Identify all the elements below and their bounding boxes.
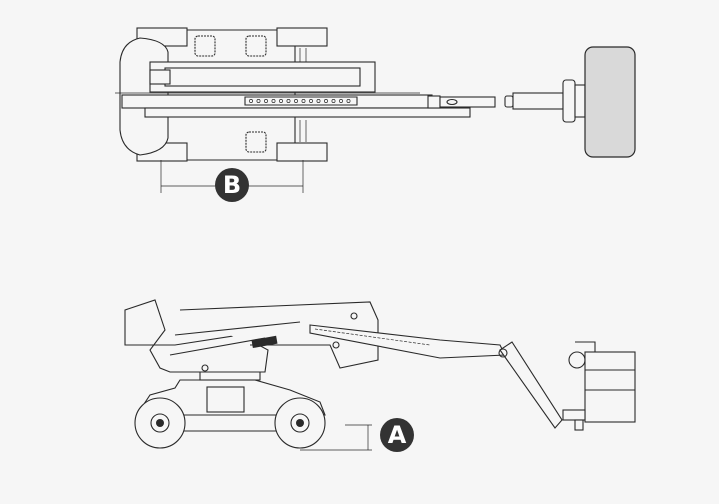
boom-hole <box>346 99 351 103</box>
boom-hole <box>294 99 298 103</box>
jib-side <box>498 341 563 429</box>
chassis-side <box>139 369 326 432</box>
boom-hole <box>331 99 336 103</box>
platform-side <box>562 341 636 431</box>
boom-hole <box>271 99 276 103</box>
turret-side <box>124 299 379 373</box>
wheel-rear <box>274 397 326 449</box>
boom-hole <box>256 99 261 103</box>
boom-hole <box>286 99 291 103</box>
boom-hole <box>339 99 343 103</box>
dimension-label-a: A <box>380 418 414 452</box>
turntable-top <box>149 61 376 93</box>
dimension-a <box>300 424 372 451</box>
platform-top <box>584 46 636 158</box>
boom-top <box>115 79 586 123</box>
top-view <box>115 27 636 193</box>
boom-hole <box>309 99 313 103</box>
side-view <box>124 299 636 451</box>
wheel-front <box>134 397 186 449</box>
boom-hole <box>264 99 268 103</box>
boom-hole <box>316 99 321 103</box>
boom-hole <box>279 99 283 103</box>
dimension-label-b: B <box>215 168 249 202</box>
boom-hole <box>301 99 306 103</box>
boom-hole <box>249 99 253 103</box>
boom-hole <box>324 99 328 103</box>
